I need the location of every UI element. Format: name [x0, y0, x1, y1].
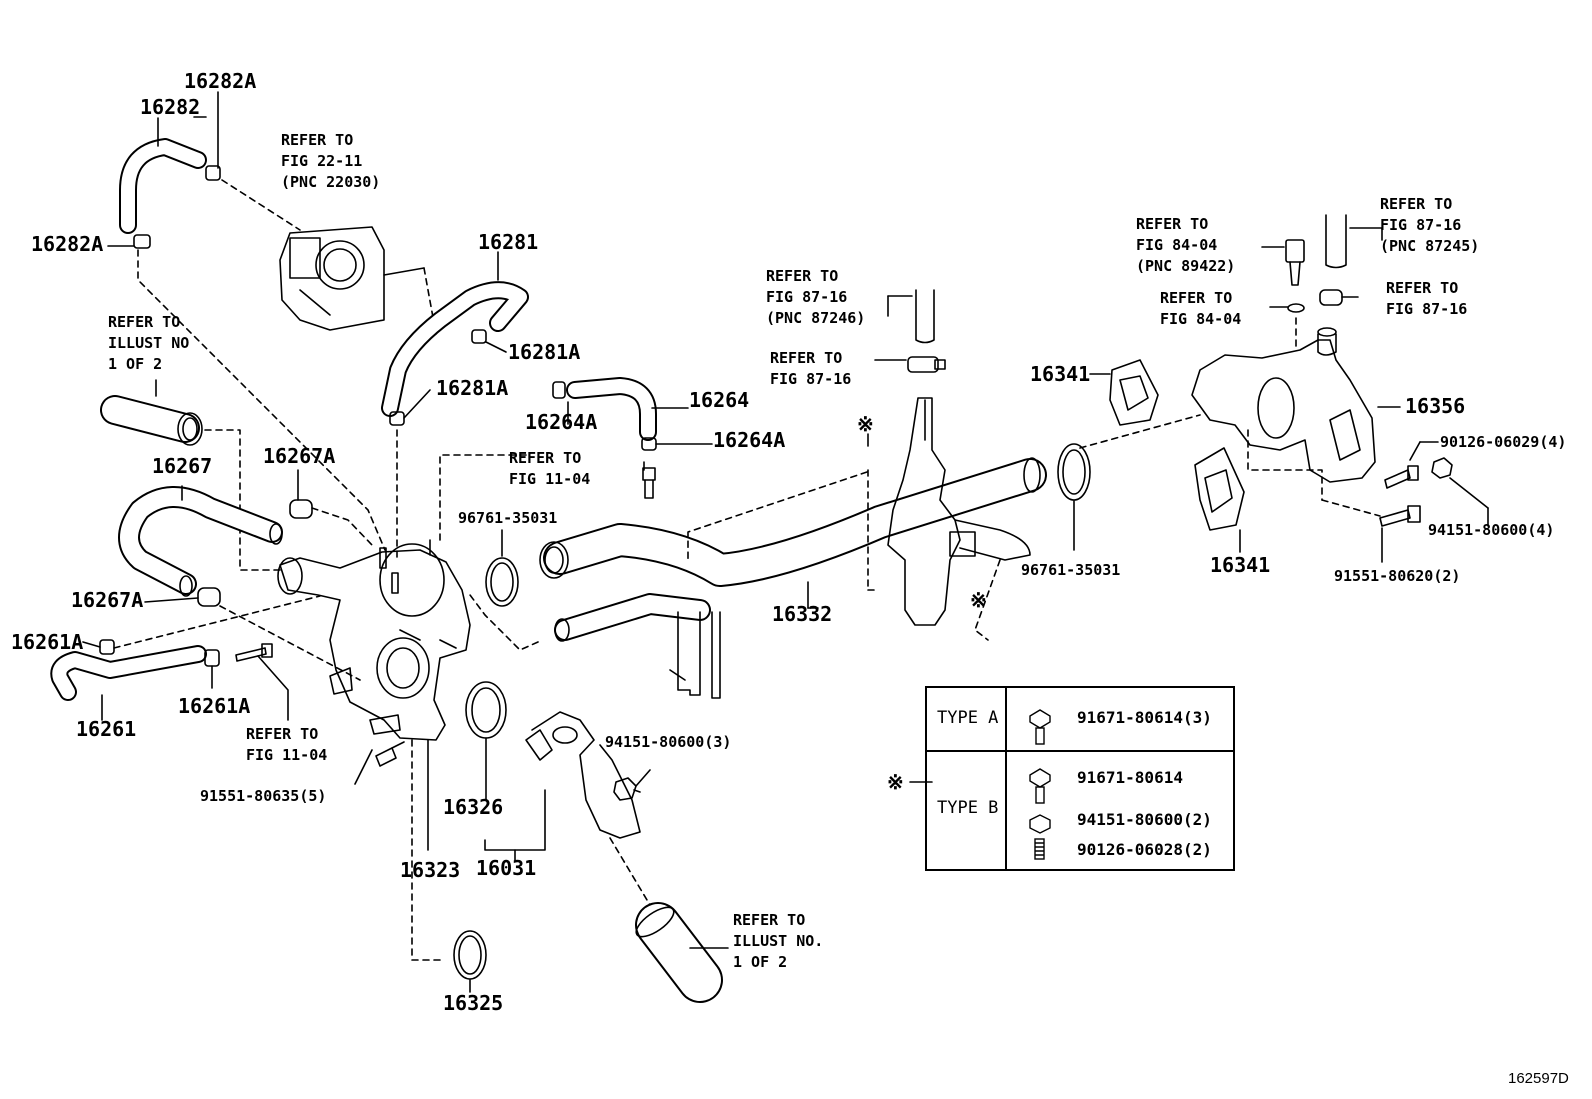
nut-94151-80600-3 — [613, 777, 641, 801]
bolt-91551-80635 — [375, 741, 405, 767]
hose-16261 — [50, 639, 220, 701]
label-16261A-a: 16261A — [11, 630, 84, 654]
label-94151-80600-3: 94151-80600(3) — [605, 733, 732, 751]
label-16267A-a: 16267A — [263, 444, 336, 468]
label-16281: 16281 — [478, 230, 539, 254]
label-16264: 16264 — [689, 388, 750, 412]
label-16282A-left: 16282A — [31, 232, 104, 256]
oring-96761-right — [1057, 443, 1091, 501]
type-b-part-1: 91671-80614 — [1077, 768, 1183, 787]
label-16282: 16282 — [140, 95, 201, 119]
label-16261: 16261 — [76, 717, 137, 741]
refer-fig-87-16-b: REFER TO FIG 87-16 — [1386, 279, 1468, 318]
label-16264A-b: 16264A — [713, 428, 786, 452]
bolt-91551-80620 — [1379, 505, 1421, 527]
type-b-part-2: 94151-80600(2) — [1077, 810, 1212, 829]
pipe-bracket — [887, 397, 1031, 626]
label-16281A-left: 16281A — [436, 376, 509, 400]
water-pipe-16332 — [539, 457, 1047, 699]
type-b-part-3: 90126-06028(2) — [1077, 840, 1212, 859]
label-16332: 16332 — [772, 602, 833, 626]
label-16323: 16323 — [400, 858, 461, 882]
label-16325: 16325 — [443, 991, 504, 1015]
hose-16264 — [552, 377, 657, 451]
bolt-fig-11-04-b — [642, 467, 656, 499]
label-16264A-a: 16264A — [525, 410, 598, 434]
label-16341-a: 16341 — [1030, 362, 1091, 386]
refer-fig-87-16-a: REFER TO FIG 87-16 — [770, 349, 852, 388]
type-a-label: TYPE A — [937, 708, 999, 728]
ref-mark-b: ※ — [970, 588, 987, 612]
refer-throttle-body: REFER TO FIG 22-11 (PNC 22030) — [281, 131, 381, 191]
label-16326: 16326 — [443, 795, 504, 819]
refer-fig-87-16-pnc87245: REFER TO FIG 87-16 (PNC 87245) — [1380, 195, 1480, 255]
throttle-body — [279, 226, 425, 331]
bolt-fig-11-04 — [235, 643, 273, 662]
label-16267A-b: 16267A — [71, 588, 144, 612]
ref-mark-a: ※ — [857, 412, 874, 436]
gasket-16341-bottom — [1194, 447, 1245, 531]
label-16281A-right: 16281A — [508, 340, 581, 364]
refer-fig-87-16-pnc87246: REFER TO FIG 87-16 (PNC 87246) — [766, 267, 866, 327]
bolt-90126-06029 — [1384, 465, 1419, 489]
label-91551-80635: 91551-80635(5) — [200, 787, 327, 805]
label-96761-right: 96761-35031 — [1021, 561, 1121, 579]
refer-fig-11-04-a: REFER TO FIG 11-04 — [509, 449, 591, 488]
label-16261A-b: 16261A — [178, 694, 251, 718]
nut-94151-80600 — [1431, 457, 1453, 479]
gasket-16341-top — [1109, 359, 1159, 426]
label-94151-80600-4: 94151-80600(4) — [1428, 521, 1555, 539]
refer-illust-bottom: REFER TO ILLUST NO. 1 OF 2 — [733, 911, 824, 971]
label-16031: 16031 — [476, 856, 537, 880]
label-90126-06029: 90126-06029(4) — [1440, 433, 1567, 451]
refer-fig-84-04: REFER TO FIG 84-04 — [1160, 289, 1242, 328]
hose-refer-illust-bottom — [635, 902, 723, 1003]
hose-refer-87246 — [907, 289, 946, 373]
ref-mark-c: ※ — [887, 770, 904, 794]
type-b-label: TYPE B — [937, 798, 999, 818]
label-16267: 16267 — [152, 454, 213, 478]
type-a-part: 91671-80614(3) — [1077, 708, 1212, 727]
refer-illust-left: REFER TO ILLUST NO 1 OF 2 — [108, 313, 190, 373]
oring-16325 — [453, 930, 487, 980]
oring-96761-left — [485, 557, 519, 607]
hose-refer-87245 — [1319, 214, 1359, 306]
water-outlet-16323 — [277, 543, 471, 741]
diagram-id: 162597D — [1508, 1070, 1569, 1087]
label-16282A-top: 16282A — [184, 69, 257, 93]
housing-16356 — [1191, 327, 1376, 483]
fastener-type-table: TYPE A TYPE B 91671-80614(3) 91671-80614… — [925, 686, 1235, 871]
sensor-89422 — [1285, 239, 1305, 313]
label-16341-b: 16341 — [1210, 553, 1271, 577]
table-fastener-icons — [1029, 709, 1051, 860]
hose-16267 — [118, 486, 313, 607]
hose-refer-illust-left — [100, 395, 203, 446]
label-96761-left: 96761-35031 — [458, 509, 558, 527]
hose-16281 — [381, 281, 529, 426]
label-91551-80620: 91551-80620(2) — [1334, 567, 1461, 585]
label-16356: 16356 — [1405, 394, 1466, 418]
hose-16282 — [119, 138, 221, 249]
refer-fig-84-04-pnc89422: REFER TO FIG 84-04 (PNC 89422) — [1136, 215, 1236, 275]
refer-fig-11-04-b: REFER TO FIG 11-04 — [246, 725, 328, 764]
